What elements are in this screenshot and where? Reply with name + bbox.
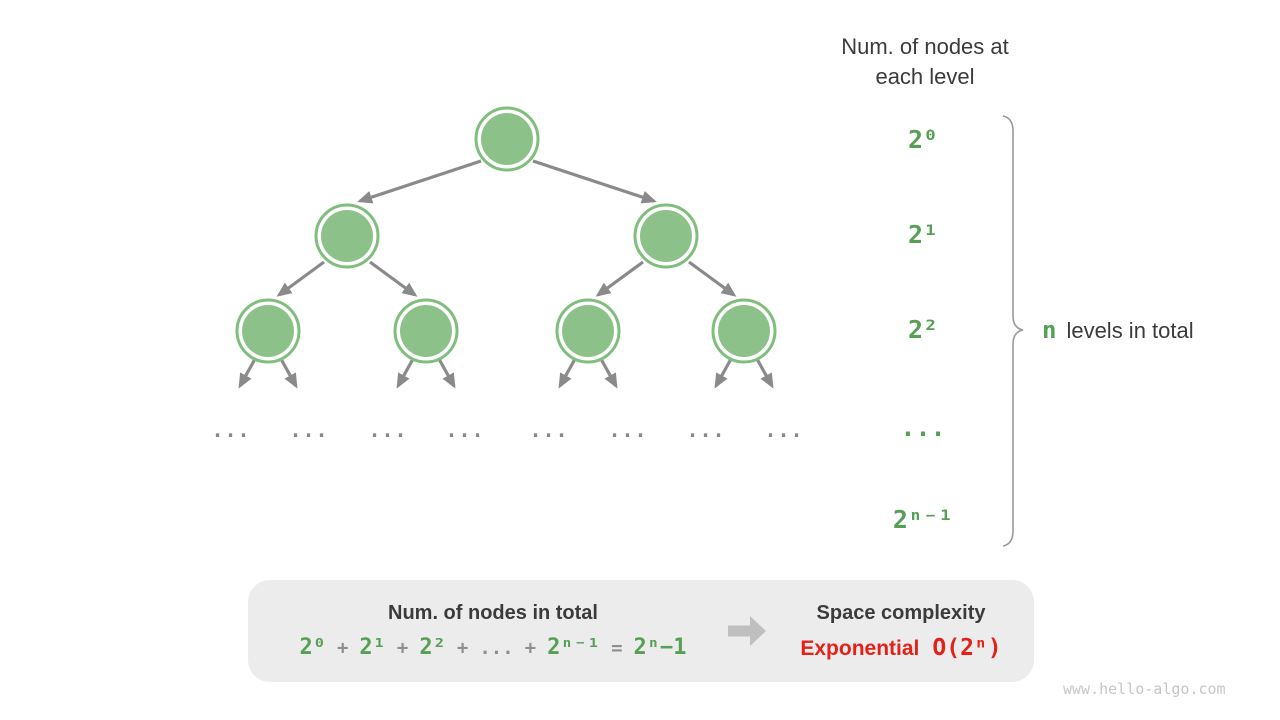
right-arrow-icon [728, 616, 766, 646]
formula-token: + [456, 637, 469, 659]
site-watermark: www.hello-algo.com [1063, 680, 1226, 698]
tree-node [314, 203, 380, 269]
tree-node [711, 298, 777, 364]
level-count-label: 2ⁿ⁻¹ [892, 505, 954, 534]
ellipsis-label: ... [368, 418, 408, 442]
tree-edge-dangling [437, 358, 456, 389]
summary-box: Num. of nodes in total 2⁰ + 2¹ + 2² + ..… [248, 580, 1034, 682]
tree-edge [532, 159, 657, 204]
formula-token: 2² [419, 635, 446, 660]
tree-edge-dangling [238, 358, 257, 389]
complexity-value: Exponential O(2ⁿ) [768, 635, 1034, 661]
total-nodes-title: Num. of nodes in total [388, 602, 598, 624]
tree-node-root [474, 106, 540, 172]
ellipsis-label: ... [289, 418, 329, 442]
tree-edges [238, 159, 774, 389]
n-symbol: n [1042, 316, 1057, 344]
total-nodes-formula: 2⁰ + 2¹ + 2² + ... + 2ⁿ⁻¹ = 2ⁿ−1 [258, 635, 728, 660]
levels-total-label: n levels in total [1042, 316, 1194, 344]
formula-token: 2ⁿ−1 [633, 635, 687, 660]
ellipsis-label: ... [211, 418, 251, 442]
levels-total-text: levels in total [1066, 318, 1194, 343]
formula-token: 2ⁿ⁻¹ [547, 635, 601, 660]
tree-edge-dangling [755, 358, 774, 389]
formula-token: + [524, 637, 537, 659]
complexity-big-o: O(2ⁿ) [932, 634, 1002, 661]
tree-nodes [235, 106, 777, 364]
tree-edge-dangling [279, 358, 298, 389]
formula-token: + [396, 637, 409, 659]
ellipsis-label: ... [764, 418, 804, 442]
binary-tree-graphic [235, 106, 1024, 547]
tree-node [393, 298, 459, 364]
ellipsis-label: ... [529, 418, 569, 442]
formula-token: + [336, 637, 349, 659]
levels-brace [1002, 115, 1024, 547]
tree-node [555, 298, 621, 364]
nodes-per-level-title: Num. of nodes at each level [841, 34, 1009, 89]
formula-token: 2¹ [359, 635, 386, 660]
tree-node [235, 298, 301, 364]
tree-node [633, 203, 699, 269]
level-count-label: 2² [907, 315, 939, 344]
space-complexity-section: Space complexity Exponential O(2ⁿ) [768, 602, 1034, 661]
formula-token: ... [479, 637, 514, 659]
tree-edge [276, 260, 325, 297]
tree-edge [688, 260, 737, 297]
tree-edge [595, 260, 644, 297]
formula-token: = [611, 637, 623, 659]
tree-edge [369, 260, 418, 297]
total-nodes-section: Num. of nodes in total 2⁰ + 2¹ + 2² + ..… [258, 602, 728, 660]
space-complexity-title: Space complexity [816, 601, 986, 624]
level-count-label: 2¹ [907, 220, 939, 249]
formula-token: 2⁰ [299, 635, 326, 660]
tree-edge-dangling [714, 358, 733, 389]
level-count-label: ... [900, 413, 946, 442]
tree-edge-dangling [599, 358, 618, 389]
tree-edge-dangling [396, 358, 415, 389]
ellipsis-label: ... [445, 418, 485, 442]
level-count-label: 2⁰ [907, 125, 939, 154]
tree-edge-dangling [558, 358, 577, 389]
complexity-name: Exponential [800, 636, 920, 660]
ellipsis-label: ... [686, 418, 726, 442]
ellipsis-label: ... [608, 418, 648, 442]
tree-edge [357, 159, 482, 204]
